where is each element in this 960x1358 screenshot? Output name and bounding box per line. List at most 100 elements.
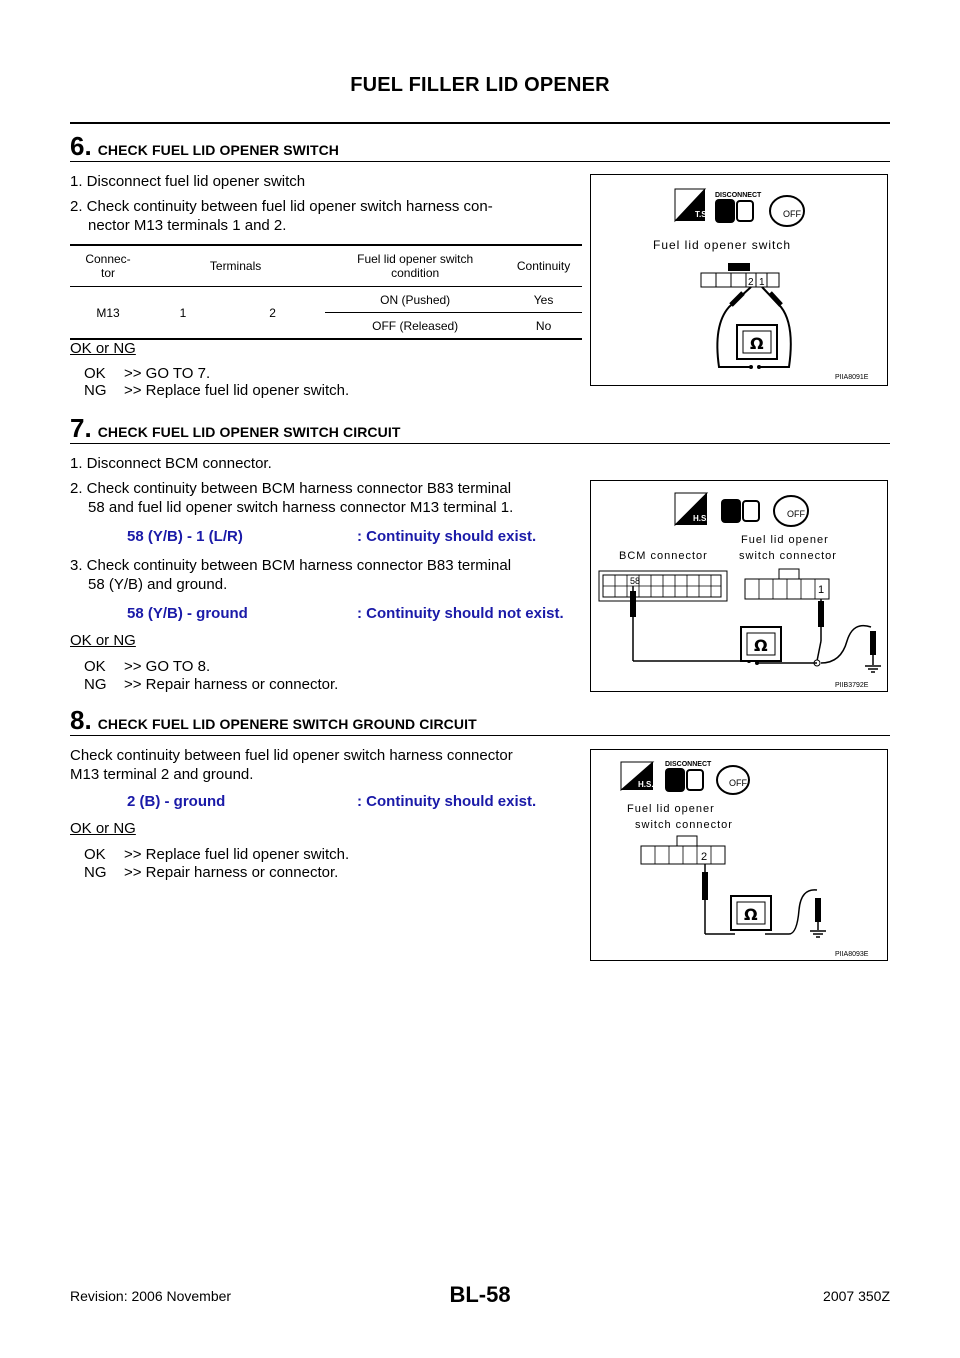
table-cell: No	[535, 318, 552, 333]
step-text: Check continuity between fuel lid opener…	[70, 747, 513, 764]
ts-badge-icon: T.S.	[674, 188, 709, 223]
ignition-off-icon: OFF	[773, 495, 809, 527]
svg-text:OFF: OFF	[729, 778, 747, 788]
svg-text:2: 2	[701, 851, 707, 863]
svg-text:H.S.: H.S.	[638, 780, 654, 789]
svg-text:OFF: OFF	[783, 209, 801, 219]
spec-left: 2 (B) - ground	[127, 793, 226, 810]
step-text: 1. Disconnect fuel lid opener switch	[70, 173, 306, 190]
section-8-heading: 8. CHECK FUEL LID OPENERE SWITCH GROUND …	[70, 707, 477, 733]
svg-text:Ω: Ω	[754, 636, 768, 655]
ok-or-ng-label: OK or NG	[70, 340, 136, 357]
section-number: 7.	[70, 413, 92, 443]
section-rule	[70, 161, 890, 162]
ignition-off-icon: OFF	[769, 195, 805, 227]
step-text: 58 (Y/B) and ground.	[88, 576, 228, 593]
result-ok: OK>> GO TO 7.	[84, 365, 211, 382]
svg-text:T.S.: T.S.	[695, 210, 709, 219]
section-rule	[70, 735, 890, 736]
spec-right: : Continuity should exist.	[357, 793, 537, 810]
section-title: CHECK FUEL LID OPENERE SWITCH GROUND CIR…	[97, 716, 477, 732]
table-header: Terminals	[146, 245, 326, 287]
result-ng: NG>> Repair harness or connector.	[84, 864, 339, 881]
connector-icon: DISCONNECT	[665, 761, 712, 792]
step-text: 3. Check continuity between BCM harness …	[70, 557, 512, 574]
figure-label-bcm: BCM connector	[619, 550, 708, 562]
page-title: FUEL FILLER LID OPENER	[350, 74, 610, 96]
figure-label-switch: Fuel lid opener	[741, 534, 829, 546]
switch-connector-m13: 1	[744, 568, 830, 600]
figure-code: PIIB3792E	[835, 682, 869, 689]
figure-bcm-circuit: H.S. OFF BCM connector Fuel lid opener s…	[590, 480, 888, 692]
switch-connector-m13: 2	[640, 835, 726, 865]
result-ok: OK>> Replace fuel lid opener switch.	[84, 846, 350, 863]
connector-icon	[721, 499, 760, 523]
test-leads	[630, 586, 881, 673]
step-text: 58 and fuel lid opener switch harness co…	[88, 499, 514, 516]
svg-text:58: 58	[630, 576, 640, 586]
continuity-table: Connec-tor Terminals Fuel lid opener swi…	[70, 244, 582, 340]
spec-left: 58 (Y/B) - 1 (L/R)	[127, 528, 243, 545]
connector-m13: 2 1	[700, 263, 780, 288]
table-cell: ON (Pushed)	[325, 286, 506, 313]
figure-ground-circuit: H.S. DISCONNECT OFF Fuel lid opener swit…	[590, 749, 888, 961]
hs-badge-icon: H.S.	[620, 761, 655, 792]
connector-icon: DISCONNECT	[715, 192, 762, 223]
test-leads	[702, 864, 826, 938]
step-text: nector M13 terminals 1 and 2.	[88, 217, 287, 234]
section-7-heading: 7. CHECK FUEL LID OPENER SWITCH CIRCUIT	[70, 415, 400, 441]
revision-text: Revision: 2006 November	[70, 1288, 232, 1304]
spec-right: : Continuity should exist.	[357, 528, 537, 545]
step-text: 2. Check continuity between fuel lid ope…	[70, 198, 493, 215]
table-header: Continuity	[505, 245, 582, 287]
spec-right: : Continuity should not exist.	[357, 605, 564, 622]
svg-text:H.S.: H.S.	[693, 514, 709, 523]
figure-label: Fuel lid opener switch	[653, 238, 791, 252]
header-rule	[70, 122, 890, 124]
hs-badge-icon: H.S.	[674, 492, 709, 527]
step-text: 1. Disconnect BCM connector.	[70, 455, 272, 472]
figure-fuel-lid-switch: T.S. DISCONNECT OFF Fuel lid opener swit…	[590, 174, 888, 386]
section-number: 8.	[70, 705, 92, 735]
table-cell: M13	[96, 305, 120, 320]
model-text: 2007 350Z	[823, 1288, 890, 1304]
bcm-connector-b83: 58	[598, 570, 728, 602]
result-ng: NG>> Repair harness or connector.	[84, 676, 339, 693]
section-6-heading: 6. CHECK FUEL LID OPENER SWITCH	[70, 133, 339, 159]
section-title: CHECK FUEL LID OPENER SWITCH CIRCUIT	[97, 424, 401, 440]
table-header: Connec-tor	[70, 245, 146, 287]
ok-or-ng-label: OK or NG	[70, 820, 136, 837]
step-text: M13 terminal 2 and ground.	[70, 766, 254, 783]
result-ng: NG>> Replace fuel lid opener switch.	[84, 382, 350, 399]
spec-left: 58 (Y/B) - ground	[127, 605, 248, 622]
svg-text:OFF: OFF	[787, 509, 805, 519]
svg-text:Ω: Ω	[750, 334, 764, 353]
svg-text:DISCONNECT: DISCONNECT	[665, 761, 712, 768]
section-number: 6.	[70, 131, 92, 161]
svg-text:Ω: Ω	[744, 905, 758, 924]
section-title: CHECK FUEL LID OPENER SWITCH	[97, 142, 340, 158]
section-rule	[70, 443, 890, 444]
ohmmeter-icon: Ω	[740, 626, 782, 662]
table-cell: 1	[179, 305, 187, 320]
table-cell: OFF (Released)	[372, 318, 459, 333]
ohmmeter-icon: Ω	[730, 895, 772, 931]
table-cell: 2	[269, 305, 276, 320]
svg-text:DISCONNECT: DISCONNECT	[715, 192, 762, 199]
table-cell: Yes	[505, 286, 582, 313]
test-probes	[716, 286, 792, 369]
figure-code: PIIA8091E	[835, 374, 869, 381]
svg-text:1: 1	[818, 584, 824, 596]
figure-label-switch: switch connector	[739, 550, 837, 562]
page-number: BL-58	[449, 1282, 511, 1307]
result-ok: OK>> GO TO 8.	[84, 658, 211, 675]
svg-text:1: 1	[759, 277, 765, 288]
figure-label: switch connector	[635, 819, 733, 831]
figure-code: PIIA8093E	[835, 951, 869, 958]
svg-text:2: 2	[748, 277, 754, 288]
ok-or-ng-label: OK or NG	[70, 632, 136, 649]
ohmmeter-icon: Ω	[736, 324, 778, 360]
ignition-off-icon: OFF	[716, 765, 750, 795]
step-text: 2. Check continuity between BCM harness …	[70, 480, 512, 497]
